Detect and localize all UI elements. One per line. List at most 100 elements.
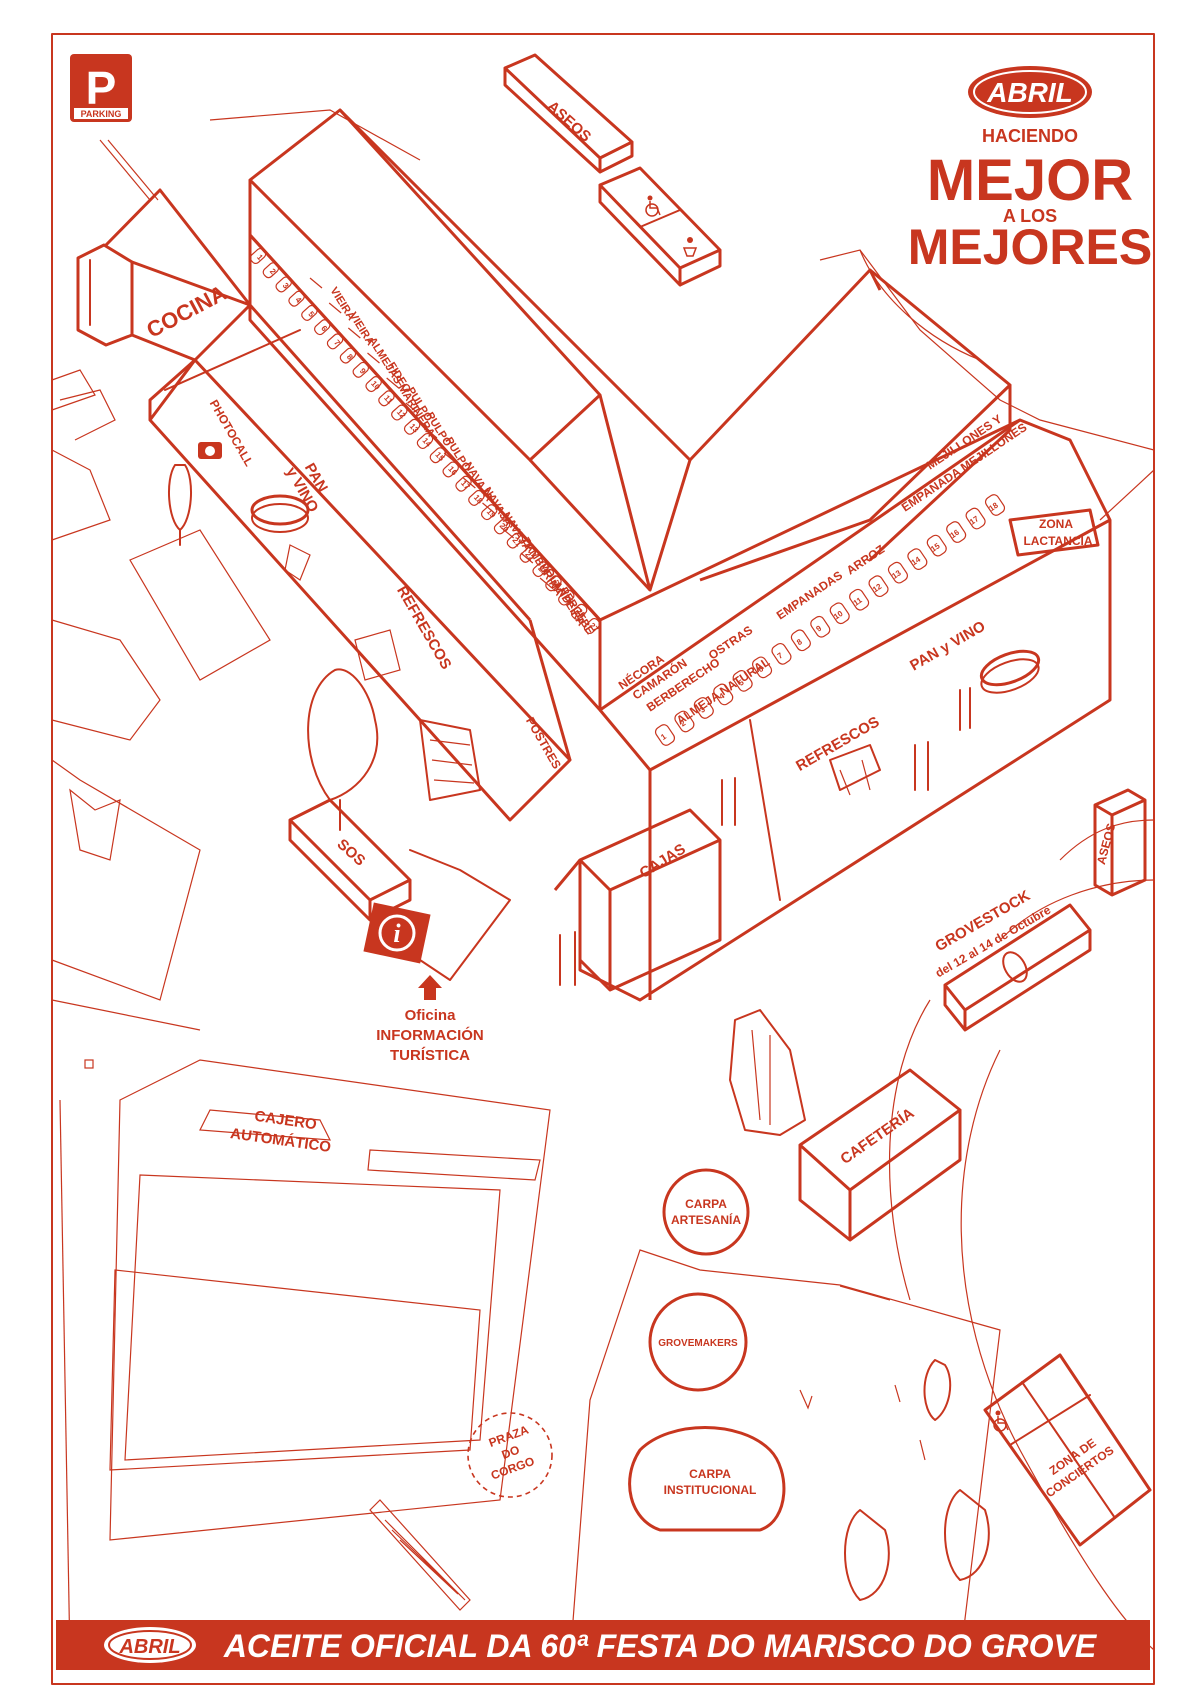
stall-arch <box>493 518 511 535</box>
stall-number: 2 <box>268 267 278 277</box>
camera-icon <box>198 442 222 459</box>
street-lines <box>51 109 1155 1661</box>
parking-letter: P <box>86 62 117 114</box>
stall-arch <box>378 390 395 407</box>
stall-number: 14 <box>910 555 923 568</box>
stall-arch <box>442 461 459 478</box>
stall-number: 8 <box>795 637 804 647</box>
zona-lactancia-2: LACTANCIA <box>1023 534 1092 548</box>
carpa-artesania[interactable]: CARPA ARTESANÍA <box>662 1168 750 1256</box>
zona-lactancia[interactable]: ZONA LACTANCIA <box>1008 508 1100 557</box>
stall-arch <box>732 670 753 692</box>
stall-arch <box>545 575 562 592</box>
stall-arch <box>365 376 382 393</box>
wheelchair-icon <box>645 195 661 217</box>
stall-arch <box>339 347 357 364</box>
stall-leader <box>347 327 361 339</box>
tree-icon <box>168 464 990 1601</box>
refrescos-right-label: REFRESCOS <box>793 713 882 774</box>
stall-arch <box>326 333 344 350</box>
stall-arch <box>480 504 498 521</box>
sos-building[interactable]: SOS <box>288 798 412 922</box>
brand-line2: MEJOR <box>927 148 1133 213</box>
carpa-institucional-2: INSTITUCIONAL <box>664 1483 757 1497</box>
arrow-up-icon <box>418 975 442 1000</box>
brand-logo: ABRIL <box>986 77 1073 108</box>
grovemakers-tent[interactable]: GROVEMAKERS <box>648 1292 748 1392</box>
roof-building <box>688 268 1012 582</box>
aseos-right-building[interactable]: ASEOS <box>1093 788 1147 897</box>
cajero-2: AUTOMÁTICO <box>229 1125 332 1156</box>
info-office[interactable]: i Oficina INFORMACIÓN TURÍSTICA <box>363 849 511 1064</box>
stall-leader <box>367 352 380 364</box>
stall-arch <box>674 710 695 733</box>
aseos-top-label: ASEOS <box>544 98 594 146</box>
brand-line1: HACIENDO <box>982 126 1078 146</box>
stall-arch <box>570 603 588 620</box>
carpa-institucional[interactable]: CARPA INSTITUCIONAL <box>628 1426 786 1532</box>
stall-arch <box>984 494 1006 516</box>
stall-arch <box>868 575 889 598</box>
stall-number: 16 <box>949 527 962 540</box>
stall-leader <box>328 302 342 314</box>
accessible-toilets-building[interactable] <box>598 166 722 287</box>
stall-arch <box>558 589 575 606</box>
baby-icon <box>682 237 698 257</box>
stall-arch <box>810 615 831 638</box>
stall-arch <box>849 588 870 611</box>
zona-conciertos[interactable]: ZONA DE CONCIERTOS <box>983 1353 1152 1547</box>
stall-number: 15 <box>929 541 942 554</box>
stall-arch <box>790 629 811 652</box>
cajas-label: CAJAS <box>637 840 689 881</box>
stall-number: 3 <box>698 705 707 715</box>
stall-arch <box>829 602 850 625</box>
grovestock-stage[interactable]: GROVESTOCK del 12 al 14 de Octubre <box>932 887 1092 1032</box>
stall-arch <box>288 290 305 307</box>
footer-logo: ABRIL <box>118 1636 180 1658</box>
stall-leader <box>501 527 515 539</box>
pan-vino-right-label: PAN y VINO <box>907 618 988 675</box>
sos-label: SOS <box>334 836 369 870</box>
stall-arch <box>403 418 421 435</box>
stall-number: 1 <box>659 732 668 742</box>
wheelchair-icon-concert <box>993 1410 1009 1432</box>
stall-number: 11 <box>852 595 865 607</box>
stall-leader <box>539 577 553 589</box>
stall-arch <box>391 404 408 421</box>
stall-number: 9 <box>358 367 368 377</box>
stall-arch <box>965 507 986 530</box>
stall-number: 3 <box>281 281 291 291</box>
stall-arch <box>275 276 292 293</box>
carpa-artesania-2: ARTESANÍA <box>671 1212 741 1227</box>
stall-arch <box>926 534 947 557</box>
cajero-automatico[interactable]: CAJERO AUTOMÁTICO <box>229 1108 332 1156</box>
stall-arch <box>519 546 537 563</box>
grovemakers-label: GROVEMAKERS <box>658 1338 738 1349</box>
stall-number: 1 <box>255 253 265 263</box>
parking-sign[interactable]: P PARKING <box>70 54 132 122</box>
stall-leader <box>520 552 534 564</box>
main-hall-upper[interactable]: 1234567891011121314151617181920212223242… <box>248 108 692 712</box>
stall-number: 5 <box>306 310 316 320</box>
cafeteria-building[interactable]: CAFETERÍA <box>798 1068 962 1242</box>
stall-number: 17 <box>968 514 981 527</box>
stall-arch <box>262 262 280 279</box>
carpa-artesania-1: CARPA <box>685 1197 727 1211</box>
praza-2: DO <box>500 1443 522 1462</box>
stall-number: 4 <box>717 691 726 701</box>
stall-leader <box>405 402 419 414</box>
stall-arch <box>455 475 472 492</box>
footer-text: ACEITE OFICIAL DA 60ª FESTA DO MARISCO D… <box>223 1628 1098 1664</box>
info-line2: INFORMACIÓN <box>376 1026 484 1044</box>
info-icon-box <box>363 902 431 964</box>
stall-label: OSTRAS <box>706 623 755 663</box>
stall-leader <box>309 277 323 289</box>
stall-label: ARROZ <box>844 542 887 577</box>
stall-arch <box>752 656 773 679</box>
zona-lactancia-1: ZONA <box>1039 517 1073 531</box>
aseos-top-building[interactable]: ASEOS <box>503 53 634 174</box>
stall-arch <box>429 447 447 464</box>
stall-arch <box>468 489 485 506</box>
info-icon-letter: i <box>393 919 401 948</box>
